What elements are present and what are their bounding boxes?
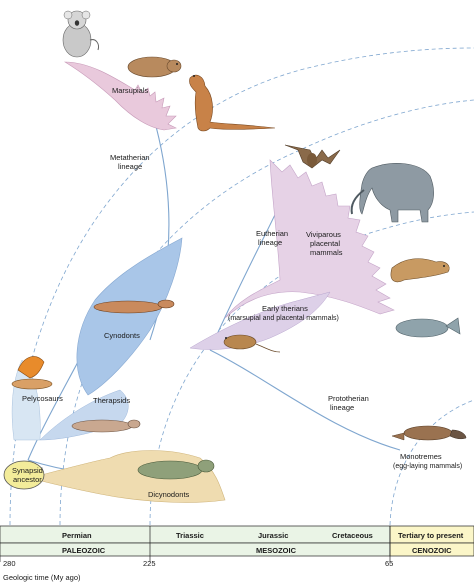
label-synapsid-2: ancestor [13,475,42,484]
bat-icon [284,144,341,169]
period-jurassic: Jurassic [258,531,288,540]
label-viviparous-2: placental [310,239,340,248]
platypus-icon [391,425,467,441]
time-curves [9,47,474,526]
label-eutherian-1: Eutherian [256,229,288,238]
wombat-icon [127,56,182,78]
dicynodont-icon [137,459,215,480]
geologic-timeline: Permian Triassic Jurassic Cretaceous Ter… [0,525,474,582]
label-viviparous-1: Viviparous [306,230,341,239]
era-paleozoic: PALEOZOIC [62,546,106,555]
ferret-icon [390,258,450,283]
label-prototherian-2: lineage [330,403,354,412]
tick-225: 225 [143,559,156,568]
koala-icon [62,10,99,58]
label-synapsid-1: Synapsid [12,466,43,475]
time-axis-label: Geologic time (My ago) [3,573,81,582]
dicynodont-radiation [28,450,226,503]
cynodont-icon [93,299,175,314]
mouse-icon [223,334,281,353]
label-viviparous-3: mammals [310,248,343,257]
manatee-icon [395,317,461,338]
era-mesozoic: MESOZOIC [256,546,297,555]
cynodont-radiation [76,237,183,396]
kangaroo-icon [189,74,276,132]
period-triassic: Triassic [176,531,204,540]
label-therapsids: Therapsids [93,396,130,405]
tick-280: 280 [3,559,16,568]
era-cenozoic: CENOZOIC [412,546,452,555]
period-permian: Permian [62,531,92,540]
label-prototherian-1: Prototherian [328,394,369,403]
pelycosaur-icon [11,356,53,390]
label-monotremes-2: (egg-laying mammals) [393,463,462,470]
therapsid-icon [71,419,141,433]
label-dicynodonts: Dicynodonts [148,490,190,499]
label-monotremes-1: Monotremes [400,452,442,461]
label-marsupials: Marsupials [112,86,149,95]
tick-65: 65 [385,559,393,568]
marsupial-radiation [63,61,177,131]
period-tertiary: Tertiary to present [398,531,464,540]
elephant-icon [350,163,434,223]
label-eutherian-2: lineage [258,238,282,247]
label-early-therians-1: Early therians [262,304,308,313]
label-early-therians-2: (marsupial and placental mammals) [228,315,339,322]
label-pelycosaurs: Pelycosaurs [22,394,63,403]
synapsid-ancestor-node [3,460,45,490]
label-metatherian-2: lineage [118,162,142,171]
diagram-labels: Marsupials Metatherian lineage Eutherian… [12,86,462,499]
label-metatherian-1: Metatherian [110,153,150,162]
period-cretaceous: Cretaceous [332,531,373,540]
era-band [0,542,391,557]
label-cynodonts: Cynodonts [104,331,140,340]
placental-radiation [224,159,395,319]
